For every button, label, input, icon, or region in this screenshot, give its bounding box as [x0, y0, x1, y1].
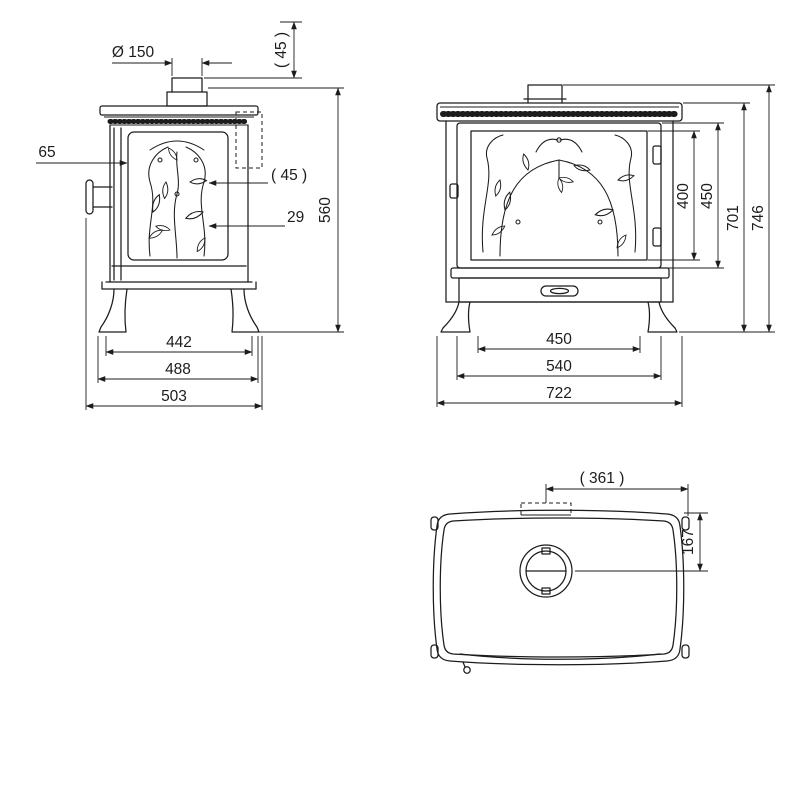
top-view: ( 361 ) 167 [430, 470, 708, 674]
dim-label: ( 45 ) [271, 167, 307, 184]
dim-label: 450 [699, 183, 716, 209]
dim-label: 701 [725, 205, 742, 231]
front-door-ornament [481, 134, 637, 257]
side-dim-height: 560 [208, 87, 344, 333]
side-dim-rear-clearance: ( 45 ) [208, 167, 307, 186]
front-dim-body-height: 701 [679, 102, 775, 333]
front-dim-total-width: 722 [436, 336, 683, 407]
dim-label: 503 [161, 388, 187, 405]
front-body [445, 120, 674, 303]
top-flue-opening [519, 544, 573, 598]
dim-label: ( 45 ) [273, 32, 290, 68]
side-door-handle [85, 179, 113, 215]
side-dim-flue-diameter: Ø 150 [112, 44, 232, 76]
side-rear-clearance-box [235, 111, 263, 169]
dim-label: 450 [546, 331, 572, 348]
dim-label: ( 361 ) [580, 470, 625, 487]
dim-label: 400 [675, 183, 692, 209]
dim-label: 746 [750, 205, 767, 231]
top-flue-collar [520, 502, 572, 516]
side-dim-depth-503: 503 [85, 218, 263, 410]
front-flue-pipe [523, 84, 567, 104]
side-body [101, 124, 257, 290]
side-door-ornament [146, 140, 209, 259]
front-view: 400 450 701 746 450 [436, 84, 775, 407]
front-dim-door-height: 450 [662, 122, 724, 269]
dim-label: 488 [165, 361, 191, 378]
dim-label: Ø 150 [112, 44, 155, 61]
dim-label: 65 [38, 144, 55, 161]
front-top-plate [436, 102, 683, 122]
side-view: Ø 150 ( 45 ) 65 ( 45 ) 29 560 [36, 21, 344, 410]
side-dim-depth-442: 442 [105, 334, 253, 356]
top-dim-flue-offset: ( 361 ) [545, 470, 689, 516]
top-dim-flue-depth: 167 [575, 512, 708, 572]
dim-label: 442 [166, 334, 192, 351]
dim-label: 560 [317, 197, 334, 223]
side-dim-depth-488: 488 [97, 336, 259, 383]
front-dim-glass-width: 450 [477, 331, 641, 353]
dim-label: 540 [546, 358, 572, 375]
side-dim-flue-top-clearance: ( 45 ) [204, 21, 302, 79]
top-plate-outline [430, 509, 690, 674]
dim-label: 722 [546, 385, 572, 402]
front-dim-door-width: 540 [456, 336, 662, 380]
dim-label: 29 [287, 209, 304, 226]
side-flue-pipe [166, 77, 208, 107]
side-dim-glass-inset: 29 [208, 209, 304, 229]
side-dim-handle: 65 [36, 144, 128, 166]
front-legs [440, 301, 678, 333]
front-dim-total-height: 746 [563, 84, 775, 333]
side-legs [98, 288, 260, 333]
front-dim-glass-height: 400 [648, 130, 700, 261]
side-top-plate [99, 105, 259, 126]
dim-label: 167 [680, 529, 697, 555]
